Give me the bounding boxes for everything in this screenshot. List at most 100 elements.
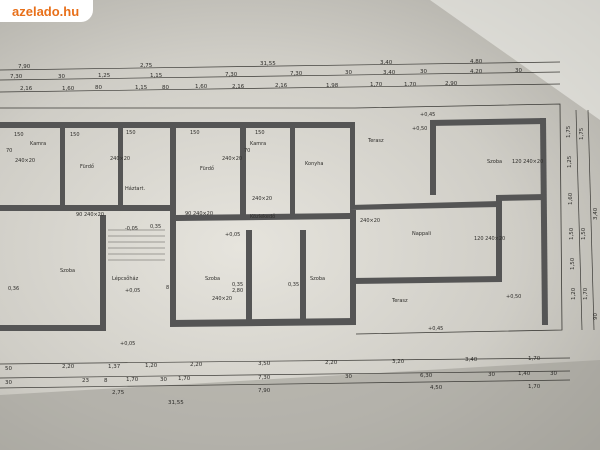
- dim-label: 3,50: [258, 361, 271, 367]
- dim-label: 7,30: [225, 72, 238, 78]
- annotation: 0,35: [232, 282, 243, 288]
- dim-label: 1,60: [62, 86, 75, 92]
- room-label: Szoba: [205, 276, 220, 282]
- dim-label: 1,25: [567, 155, 573, 168]
- dim-label: 3,40: [383, 70, 396, 76]
- dim-label: 2,16: [275, 83, 288, 89]
- opening-label: 240×20: [15, 158, 35, 164]
- bottom-dimension-row-3: 2,75 7,90 4,50 1,70: [112, 384, 541, 396]
- dim-label: 1,37: [108, 364, 121, 370]
- dim-label: 1,60: [568, 192, 574, 205]
- dim-label: 6,30: [420, 373, 433, 379]
- dim-label: 1,98: [326, 83, 339, 89]
- bottom-dimension-row-1: 50 2,20 1,37 1,20 2,20 3,50 2,20 3,20 3,…: [5, 356, 541, 372]
- dim-label: 2,90: [445, 81, 458, 87]
- dim-label: 31,55: [260, 61, 276, 67]
- top-dimension-row-3: 2,16 1,60 80 1,15 80 1,60 2,16 2,16 1,98…: [20, 81, 458, 92]
- opening-label: 240×20: [212, 296, 232, 302]
- right-dimension-lines: [575, 109, 595, 331]
- total-length-label: 31,55: [168, 400, 184, 406]
- dim-label: 50: [5, 366, 12, 372]
- level-label: +0,45: [420, 112, 435, 118]
- dim-label: 2,20: [190, 362, 203, 368]
- dim-label: 30: [160, 377, 167, 383]
- room-label: Kamra: [250, 141, 266, 147]
- dim-label: 4,80: [470, 59, 483, 65]
- top-dimension-row-1: 7,90 2,75 31,55 3,40 4,80: [18, 59, 483, 70]
- opening-label: 120 240×20: [512, 159, 543, 165]
- dim-label: 30: [58, 74, 65, 80]
- dim-label: 30: [5, 380, 12, 386]
- dim-label: 1,20: [571, 287, 577, 300]
- dim-label: 3,40: [380, 60, 393, 66]
- dim-label: 4,20: [470, 69, 483, 75]
- dim-label: 1,70: [583, 287, 589, 300]
- opening-label: 120 240×20: [474, 236, 505, 242]
- room-label: Fürdő: [80, 164, 94, 170]
- room-label: Közlekedő: [250, 214, 275, 220]
- dim-label: 1,15: [135, 85, 148, 91]
- opening-label: 150: [70, 132, 80, 138]
- dim-label: 7,90: [18, 64, 31, 70]
- room-label: Konyha: [305, 161, 323, 167]
- room-label: Kamra: [30, 141, 46, 147]
- annotation: 0,35: [288, 282, 299, 288]
- opening-label: 240×20: [110, 156, 130, 162]
- opening-label: 150: [126, 130, 136, 136]
- dim-label: 30: [550, 371, 557, 377]
- level-label: +0,45: [428, 326, 443, 332]
- dim-label: 2,75: [140, 63, 153, 69]
- level-label: +0,50: [506, 294, 521, 300]
- opening-label: 240×20: [252, 196, 272, 202]
- misc-annotations: 0,35 0,36 0,35 0,35 2,80 8: [8, 224, 299, 294]
- room-label: Szoba: [487, 159, 502, 165]
- dim-label: 1,50: [581, 227, 587, 240]
- dim-label: 2,20: [325, 360, 338, 366]
- bottom-dimension-row-2: 30 23 8 1,70 30 1,70 7,30 30 6,30 30 1,4…: [5, 371, 557, 386]
- top-dimension-lines: [0, 61, 561, 93]
- dim-label: 30: [420, 69, 427, 75]
- dim-label: 2,16: [20, 86, 33, 92]
- opening-labels: 240×20 240×20 240×20 240×20 240×20 120 2…: [6, 130, 543, 302]
- dim-label: 30: [345, 374, 352, 380]
- dim-label: 7,30: [290, 71, 303, 77]
- level-label: +0,05: [125, 288, 140, 294]
- top-dimension-row-2: 7,30 30 1,25 1,15 7,30 7,30 30 3,40 30 4…: [10, 68, 522, 80]
- dim-label: 1,40: [518, 371, 531, 377]
- dim-label: 1,75: [566, 125, 572, 138]
- dim-label: 90: [593, 313, 599, 320]
- dim-label: 1,70: [178, 376, 191, 382]
- opening-label: 150: [14, 132, 24, 138]
- annotation: 2,80: [232, 288, 243, 294]
- room-label: Terasz: [391, 298, 408, 304]
- right-dimension-labels: 1,75 1,75 1,25 1,60 1,50 1,50 1,50 1,20 …: [566, 125, 599, 320]
- dim-label: 1,60: [195, 84, 208, 90]
- level-label: +0,05: [225, 232, 240, 238]
- site-name: azelado.hu: [12, 3, 80, 19]
- stairs-hatch: [108, 229, 165, 261]
- dim-label: 1,15: [150, 73, 163, 79]
- room-label: Nappali: [412, 231, 431, 237]
- dim-label: 1,50: [570, 257, 576, 270]
- dim-label: 4,50: [430, 385, 443, 391]
- dim-label: 1,70: [528, 356, 541, 362]
- opening-label: 150: [190, 130, 200, 136]
- dim-label: 23: [82, 378, 89, 384]
- paper-curl: [430, 0, 600, 120]
- room-label: Lépcsőház: [112, 275, 139, 282]
- level-label: +0,50: [412, 126, 427, 132]
- dim-label: 1,70: [370, 82, 383, 88]
- dim-label: 2,75: [112, 390, 125, 396]
- dim-label: 30: [488, 372, 495, 378]
- dim-label: 2,20: [62, 364, 75, 370]
- dim-label: 3,20: [392, 359, 405, 365]
- room-label: Terasz: [367, 138, 384, 144]
- level-label: -0,05: [125, 226, 138, 232]
- room-label: Szoba: [60, 268, 75, 274]
- dim-label: 1,70: [404, 82, 417, 88]
- dim-label: 80: [95, 85, 102, 91]
- dim-label: 8: [104, 378, 108, 384]
- room-label: Háztart.: [125, 185, 145, 192]
- annotation: 8: [166, 285, 169, 291]
